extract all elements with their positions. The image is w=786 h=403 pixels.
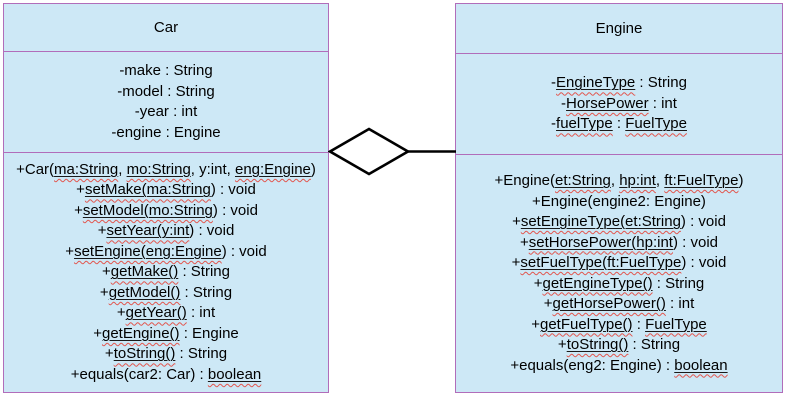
uml-text-line: +getModel() : String <box>99 283 233 301</box>
uml-text-line: +getYear() : int <box>116 304 216 322</box>
misspelled-token: eng:Engine <box>234 160 311 178</box>
aggregation-diamond-icon <box>328 127 411 176</box>
misspelled-token: boolean <box>674 356 728 374</box>
misspelled-token: getEngine() <box>101 324 180 342</box>
class-attributes-car: -make : String -model : String -year : int… <box>4 52 328 153</box>
misspelled-token: fuelType <box>556 115 613 133</box>
uml-text-line: +Car(ma:String, mo:String, y:int, eng:En… <box>16 160 316 178</box>
misspelled-token: getMake() <box>110 263 179 281</box>
misspelled-token: ma:String <box>54 160 119 178</box>
misspelled-token: hp:int <box>619 172 656 189</box>
uml-text-line: +setEngine(eng:Engine) : void <box>65 242 267 260</box>
misspelled-token: EngineType <box>556 74 636 92</box>
misspelled-token: FuelType <box>645 315 707 333</box>
uml-text-line: +getEngine() : Engine <box>93 324 239 342</box>
misspelled-token: setModel(mo:String <box>82 201 213 219</box>
uml-text-line: +getHorsePower() : int <box>543 295 695 312</box>
uml-text-line: +Engine(et:String, hp:int, ft:FuelType) <box>494 172 744 189</box>
misspelled-token: getEngineType() <box>542 274 653 292</box>
uml-text-line: +setMake(ma:String) : void <box>76 181 256 199</box>
uml-text-line: +getEngineType() : String <box>533 274 705 292</box>
uml-text-line: +setYear(y:int) : void <box>97 222 235 240</box>
uml-text-line: +setHorsePower(hp:int) : void <box>519 233 718 251</box>
misspelled-token: setMake(ma:String <box>84 181 211 199</box>
misspelled-token: toString() <box>113 345 176 363</box>
class-methods-engine: +Engine(et:String, hp:int, ft:FuelType) +… <box>456 155 782 392</box>
uml-text-line: +setFuelType(ft:FuelType) : void <box>511 254 727 271</box>
misspelled-token: et:String <box>555 172 611 189</box>
misspelled-token: ft:FuelType <box>664 172 739 189</box>
class-methods-car: +Car(ma:String, mo:String, y:int, eng:En… <box>4 153 328 392</box>
uml-text-line: -fuelType : FuelType <box>551 115 687 133</box>
class-title-engine: Engine <box>456 4 782 54</box>
misspelled-token: setEngineType(et:String <box>520 213 681 230</box>
misspelled-token: HorsePower <box>566 94 649 112</box>
misspelled-token: mo:String <box>126 160 191 178</box>
misspelled-token: getHorsePower() <box>552 295 666 312</box>
aggregation-connector <box>328 127 456 176</box>
uml-text-line: +equals(eng2: Engine) : boolean <box>510 356 728 374</box>
uml-class-engine: Engine -EngineType : String -HorsePower :… <box>455 3 783 393</box>
uml-text-line: +getFuelType() : FuelType <box>531 315 707 333</box>
misspelled-token: toString() <box>566 336 629 353</box>
uml-text-line: +Engine(engine2: Engine) <box>532 192 706 210</box>
uml-text-line: -make : String <box>119 62 213 79</box>
uml-text-line: -year : int <box>134 103 198 120</box>
misspelled-token: setHorsePower(hp:int <box>528 233 673 251</box>
uml-class-car: Car -make : String -model : String -year :… <box>3 3 329 393</box>
misspelled-token: boolean <box>207 365 262 383</box>
uml-text-line: +equals(car2: Car) : boolean <box>70 365 262 383</box>
uml-text-line: +toString() : String <box>104 345 228 363</box>
misspelled-token: getFuelType() <box>540 315 633 333</box>
uml-text-line: +setModel(mo:String) : void <box>74 201 258 219</box>
misspelled-token: setEngine(eng:Engine <box>74 242 222 260</box>
uml-text-line: -EngineType : String <box>551 74 687 92</box>
class-title-car: Car <box>4 4 328 52</box>
misspelled-token: setYear(y:int <box>106 222 190 240</box>
misspelled-token: getModel() <box>108 283 181 301</box>
misspelled-token: setFuelType(ft:FuelType <box>520 254 682 271</box>
uml-text-line: -HorsePower : int <box>561 94 677 112</box>
uml-text-line: -engine : Engine <box>111 123 221 141</box>
uml-text-line: +setEngineType(et:String) : void <box>512 213 726 230</box>
misspelled-token: getYear() <box>125 304 187 322</box>
uml-text-line: -model : String <box>117 82 215 100</box>
uml-text-line: +toString() : String <box>557 336 681 353</box>
class-attributes-engine: -EngineType : String -HorsePower : int -fu… <box>456 54 782 155</box>
misspelled-token: FuelType <box>625 115 687 133</box>
uml-text-line: +getMake() : String <box>102 263 230 281</box>
